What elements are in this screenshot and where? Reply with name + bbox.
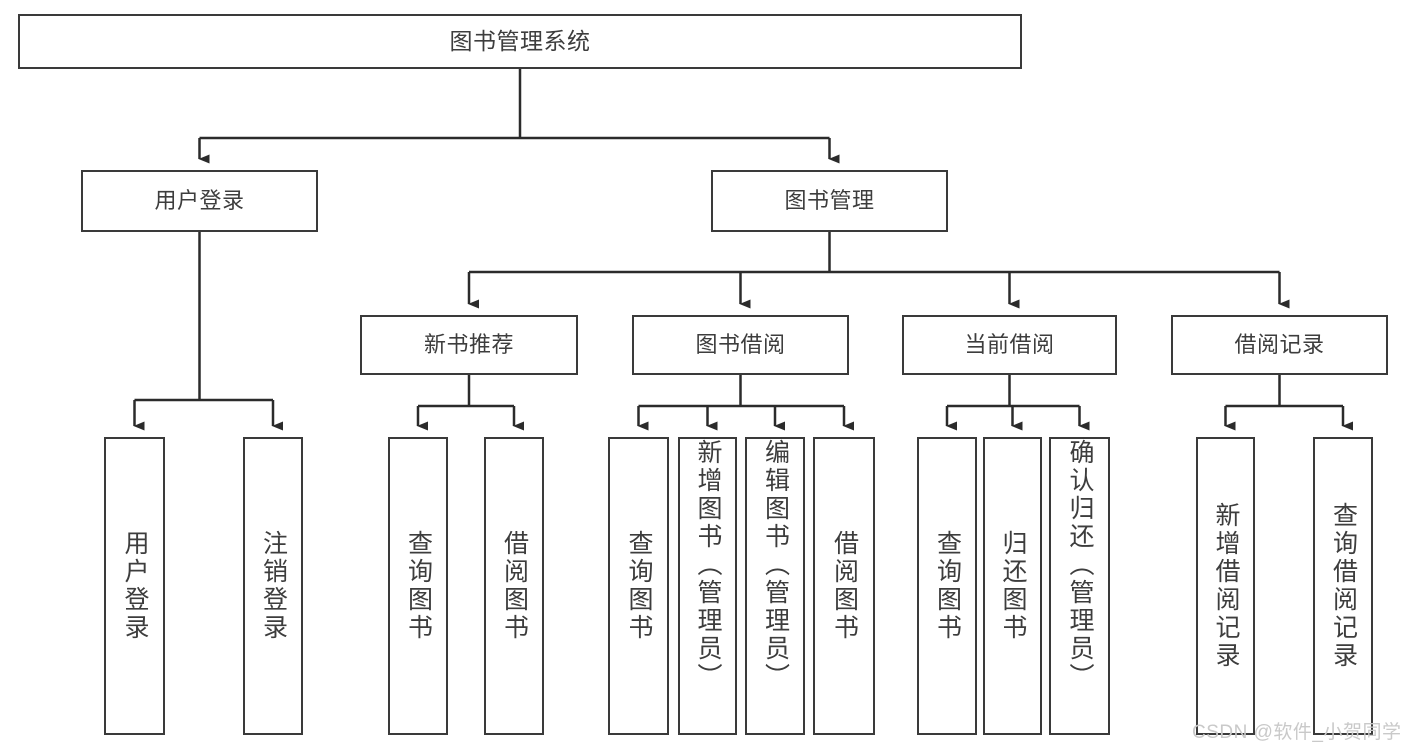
node-leaf-query-book-borrow[interactable]: 查询图书 bbox=[608, 437, 669, 735]
node-label: 借阅图书 bbox=[830, 530, 859, 642]
node-label: 图书管理 bbox=[784, 188, 875, 214]
node-label: 图书管理系统 bbox=[449, 27, 591, 54]
node-leaf-user-logout[interactable]: 注销登录 bbox=[243, 437, 303, 735]
node-label: 确认归还（管理员） bbox=[1066, 439, 1094, 691]
node-label: 新增图书（管理员） bbox=[694, 439, 722, 691]
node-leaf-borrow-book-rec[interactable]: 借阅图书 bbox=[484, 437, 544, 735]
node-label: 用户登录 bbox=[121, 530, 149, 642]
node-leaf-return-book[interactable]: 归还图书 bbox=[983, 437, 1042, 735]
node-leaf-user-login[interactable]: 用户登录 bbox=[104, 437, 165, 735]
node-leaf-confirm-return[interactable]: 确认归还（管理员） bbox=[1049, 437, 1110, 735]
node-leaf-edit-book[interactable]: 编辑图书（管理员） bbox=[745, 437, 805, 735]
node-label: 图书借阅 bbox=[695, 332, 786, 358]
node-label: 查询图书 bbox=[933, 530, 962, 642]
node-leaf-add-borrow-record[interactable]: 新增借阅记录 bbox=[1196, 437, 1255, 735]
node-label: 新书推荐 bbox=[423, 332, 514, 358]
node-borrow-record[interactable]: 借阅记录 bbox=[1171, 315, 1388, 375]
csdn-watermark: CSDN @软件_小贺同学 bbox=[1192, 722, 1402, 743]
node-user-login[interactable]: 用户登录 bbox=[81, 170, 318, 232]
node-label: 借阅记录 bbox=[1234, 332, 1325, 358]
node-label: 当前借阅 bbox=[964, 332, 1055, 358]
node-label: 新增借阅记录 bbox=[1212, 502, 1240, 670]
node-leaf-query-book-cur[interactable]: 查询图书 bbox=[917, 437, 977, 735]
node-book-borrow[interactable]: 图书借阅 bbox=[632, 315, 849, 375]
node-label: 注销登录 bbox=[259, 530, 288, 642]
node-leaf-borrow-book[interactable]: 借阅图书 bbox=[813, 437, 875, 735]
node-label: 查询借阅记录 bbox=[1329, 502, 1358, 670]
node-label: 查询图书 bbox=[625, 530, 653, 642]
node-leaf-add-book[interactable]: 新增图书（管理员） bbox=[678, 437, 737, 735]
node-root[interactable]: 图书管理系统 bbox=[18, 14, 1022, 69]
node-label: 借阅图书 bbox=[500, 530, 529, 642]
node-label: 归还图书 bbox=[999, 530, 1027, 642]
node-book-manage[interactable]: 图书管理 bbox=[711, 170, 948, 232]
node-label: 编辑图书（管理员） bbox=[761, 439, 790, 691]
node-leaf-query-book-rec[interactable]: 查询图书 bbox=[388, 437, 448, 735]
node-current-borrow[interactable]: 当前借阅 bbox=[902, 315, 1117, 375]
node-label: 用户登录 bbox=[154, 188, 245, 214]
node-new-book-rec[interactable]: 新书推荐 bbox=[360, 315, 578, 375]
node-leaf-query-borrow-record[interactable]: 查询借阅记录 bbox=[1313, 437, 1373, 735]
node-label: 查询图书 bbox=[404, 530, 433, 642]
